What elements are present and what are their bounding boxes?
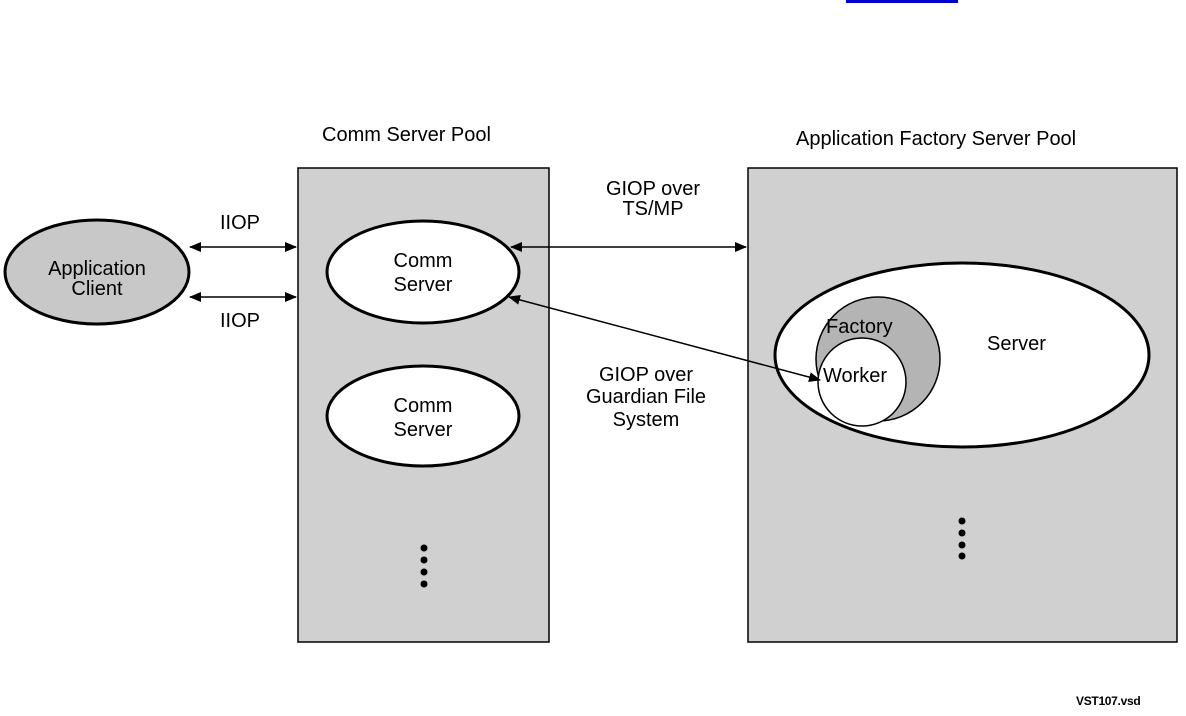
comm-server-2-label-1: Comm <box>393 395 453 417</box>
application-client-label-2: Client <box>71 278 123 300</box>
app-pool-more-dots <box>958 517 966 560</box>
comm-server-ellipse-1 <box>325 219 521 325</box>
comm-server-1-label-2: Server <box>393 274 453 296</box>
factory-label: Factory <box>826 316 893 338</box>
giop-tsmp-label-2: TS/MP <box>622 198 684 220</box>
giop-tsmp-label-1: GIOP over <box>605 178 701 200</box>
comm-server-1-label-1: Comm <box>393 250 453 272</box>
file-name-label: VST107.vsd <box>1076 694 1141 708</box>
comm-server-2-label-2: Server <box>393 419 453 441</box>
worker-circle <box>817 337 907 427</box>
giop-guardian-label-2: Guardian File <box>585 386 707 408</box>
iiop-label-top: IIOP <box>220 212 261 234</box>
application-client-label-1: Application <box>48 258 146 280</box>
application-client-ellipse <box>3 218 191 326</box>
comm-pool-more-dots <box>420 544 428 588</box>
server-label: Server <box>987 333 1046 355</box>
worker-label: Worker <box>823 365 888 387</box>
hyperlink-underline[interactable] <box>846 0 958 3</box>
giop-guardian-label-1: GIOP over <box>598 364 694 386</box>
app-factory-server-pool-title: Application Factory Server Pool <box>796 128 1077 150</box>
iiop-label-bottom: IIOP <box>220 310 261 332</box>
giop-guardian-arrow <box>508 295 821 382</box>
comm-server-ellipse-2 <box>325 364 521 468</box>
comm-server-pool-title: Comm Server Pool <box>322 124 491 146</box>
giop-guardian-label-3: System <box>612 409 680 431</box>
